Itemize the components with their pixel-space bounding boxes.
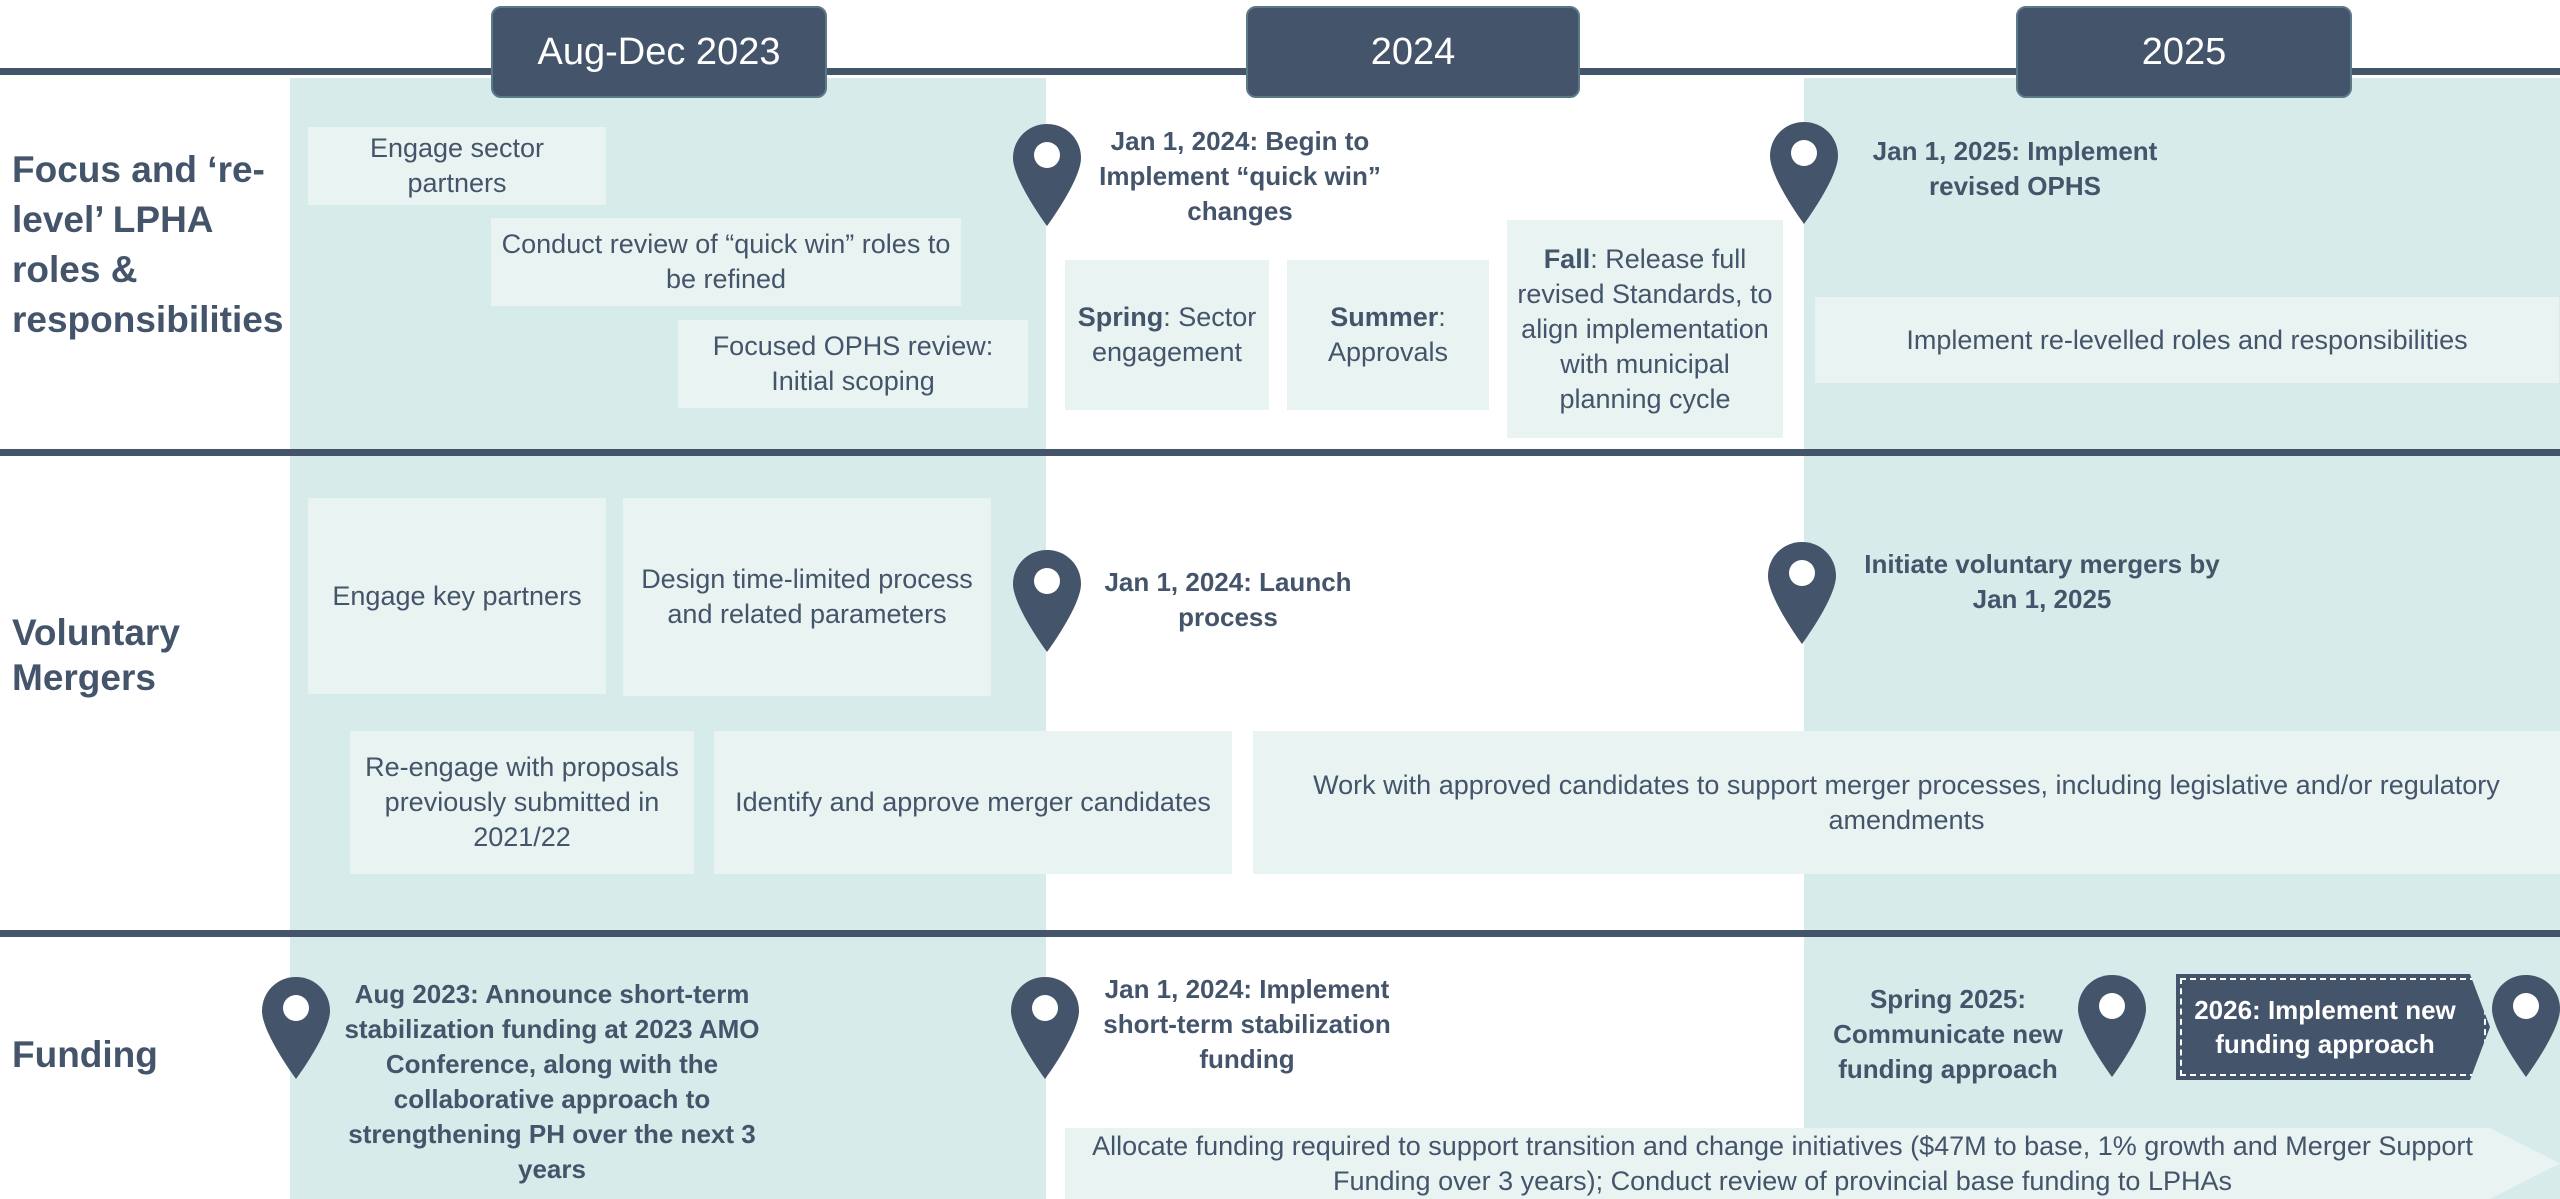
funding-allocate-arrow: Allocate funding required to support tra… [1065,1128,2560,1199]
mergers-reengage: Re-engage with proposals previously subm… [350,731,694,874]
focus-summer-box: Summer: Approvals [1287,260,1489,410]
focus-jan2025-milestone: Jan 1, 2025: Implement revised OPHS [1872,136,2158,201]
funding-spring2025-milestone: Spring 2025: Communicate new funding app… [1833,984,2063,1084]
funding-jan2024-milestone: Jan 1, 2024: Implement short-term stabil… [1103,974,1391,1074]
row-divider-1 [0,449,2560,456]
summer-text: : Approvals [1327,302,1449,367]
year-header-2024: 2024 [1246,6,1580,98]
location-pin-icon [1768,542,1836,644]
focus-spring-box: Spring: Sector engagement [1065,260,1269,410]
spring-text: : Sector engagement [1091,302,1257,367]
location-pin-icon [262,977,330,1079]
row-label-mergers: Voluntary Mergers [12,612,180,698]
mergers-work: Work with approved candidates to support… [1253,731,2560,874]
focus-conduct-review: Conduct review of “quick win” roles to b… [491,218,961,306]
funding-2026-arrow: 2026: Implement new funding approach [2176,974,2490,1080]
focus-jan2024-milestone: Jan 1, 2024: Begin to Implement “quick w… [1099,126,1381,226]
focus-relevel-box: Implement re-levelled roles and responsi… [1815,297,2559,383]
row-divider-2 [0,930,2560,937]
spring-label: Spring [1077,302,1164,332]
mergers-identify: Identify and approve merger candidates [714,731,1232,874]
year-header-2025: 2025 [2016,6,2352,98]
mergers-design: Design time-limited process and related … [623,498,991,696]
fall-text: : Release full revised Standards, to ali… [1517,243,1773,414]
location-pin-icon [1011,977,1079,1079]
location-pin-icon [1013,124,1081,226]
year-header-2023: Aug-Dec 2023 [491,6,827,98]
mergers-jan2024-milestone: Jan 1, 2024: Launch process [1104,567,1352,632]
location-pin-icon [2492,975,2560,1077]
location-pin-icon [2078,975,2146,1077]
focus-ophs-review: Focused OPHS review: Initial scoping [678,320,1028,408]
fall-label: Fall [1543,243,1591,274]
mergers-initiate-milestone: Initiate voluntary mergers by Jan 1, 202… [1864,549,2220,614]
row-label-focus: Focus and ‘re-level’ LPHA roles & respon… [12,149,284,340]
focus-fall-box: Fall: Release full revised Standards, to… [1507,220,1783,438]
row-label-funding: Funding [12,1034,158,1075]
funding-aug2023-milestone: Aug 2023: Announce short-term stabilizat… [344,979,760,1184]
focus-engage-sector: Engage sector partners [308,127,606,205]
summer-label: Summer [1330,302,1439,332]
location-pin-icon [1770,122,1838,224]
location-pin-icon [1013,550,1081,652]
mergers-engage-key: Engage key partners [308,498,606,694]
